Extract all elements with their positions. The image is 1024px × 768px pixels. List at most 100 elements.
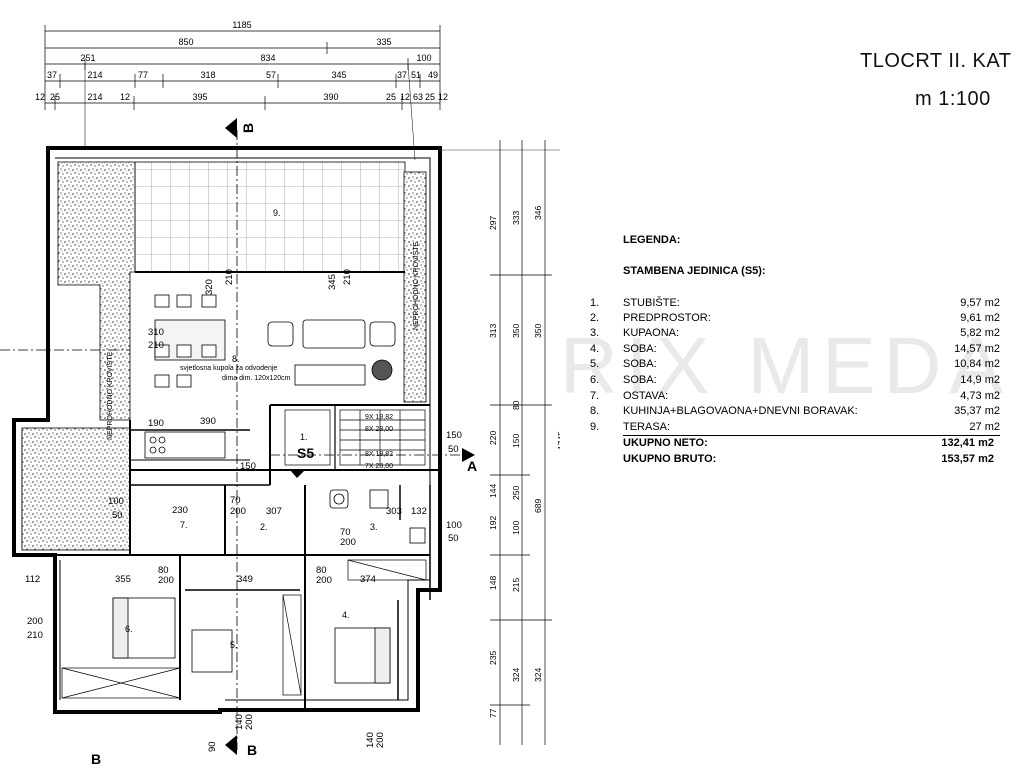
legend-row: 3. KUPAONA: 5,82 m2 — [590, 327, 1000, 342]
right-dimension-lines — [440, 140, 560, 745]
kitchen-counter — [144, 431, 226, 459]
dim-214b: 214 — [87, 92, 102, 102]
dim-57: 57 — [266, 70, 276, 80]
legend-row: 4.SOBA:14,57 m2 — [590, 343, 1000, 358]
dim-25b: 25 — [386, 92, 396, 102]
section-b-label-left: B — [91, 751, 101, 767]
dim-1185: 1185 — [232, 20, 251, 30]
dim-i-80b: 80 — [316, 565, 327, 576]
legend-row-name: STUBIŠTE: — [623, 297, 680, 309]
legend-total-net: UKUPNO NETO: 132,41 m2 — [623, 437, 994, 449]
legend-row-name: SOBA: — [623, 374, 657, 386]
roof-left-label: NEPROHODNO KROVIŠTE — [105, 351, 114, 440]
legend-row-area: 14,57 m2 — [954, 343, 1000, 355]
dim-r-100: 100 — [511, 521, 521, 535]
dim-i-190: 190 — [148, 418, 164, 429]
bathroom-fixtures — [329, 489, 426, 544]
dim-12: 12 — [35, 92, 45, 102]
dim-i-200g: 200 — [375, 732, 386, 748]
unit-tag: S5 — [297, 445, 314, 461]
roof-right-gravel — [403, 171, 427, 403]
dim-i-307: 307 — [266, 506, 282, 517]
dim-49: 49 — [428, 70, 438, 80]
top-dimension-lines — [44, 25, 441, 161]
unit-tag-arrow — [290, 470, 305, 478]
legend-row-area: 14,9 m2 — [960, 374, 1000, 386]
legend-heading: LEGENDA: — [623, 234, 681, 246]
dim-r-220: 220 — [488, 431, 498, 445]
dim-i-355: 355 — [115, 574, 131, 585]
dim-12d: 12 — [438, 92, 448, 102]
dim-395: 395 — [192, 92, 207, 102]
staircase — [284, 409, 426, 466]
dim-i-210b: 210 — [342, 269, 353, 285]
legend-row-name: KUPAONA: — [623, 327, 680, 339]
stair-note-4: 7X 28,00 — [365, 463, 393, 470]
legend-row-number: 2. — [590, 312, 600, 324]
legend-row-name: OSTAVA: — [623, 390, 669, 402]
dim-i-50b: 50 — [448, 444, 459, 455]
dim-318: 318 — [200, 70, 215, 80]
room-number-7: 7. — [180, 520, 188, 530]
dim-r-77: 77 — [488, 708, 498, 718]
dim-51: 51 — [411, 70, 421, 80]
dim-i-50: 50 — [112, 510, 123, 521]
dim-i-100: 100 — [108, 496, 124, 507]
dining-furniture — [154, 294, 226, 388]
dim-834: 834 — [260, 53, 275, 63]
dim-r-148: 148 — [488, 576, 498, 590]
dim-i-90: 90 — [207, 741, 218, 752]
dim-r-689: 689 — [533, 499, 543, 513]
legend-row: 2. PREDPROSTOR: 9,61 m2 — [590, 312, 1000, 327]
legend-row-number: 5. — [590, 358, 600, 370]
dim-335: 335 — [376, 37, 391, 47]
skylight-label-2: dima dim. 120x120cm — [222, 375, 291, 382]
dim-r-313: 313 — [488, 324, 498, 338]
dim-r-333: 333 — [511, 211, 521, 225]
dim-214: 214 — [87, 70, 102, 80]
dim-12c: 12 — [400, 92, 410, 102]
plan-title: TLOCRT II. KAT — [860, 50, 1012, 72]
legend-row: 5.SOBA:10,84 m2 — [590, 358, 1000, 373]
legend-row-area: 9,57 m2 — [960, 297, 1000, 309]
legend-row-name: PREDPROSTOR: — [623, 312, 711, 324]
dim-i-210: 210 — [224, 269, 235, 285]
dim-r-350b: 350 — [533, 324, 543, 338]
dim-i-140: 140 — [234, 714, 245, 730]
legend-row-number: 1. — [590, 297, 600, 309]
dim-i-349: 349 — [237, 574, 253, 585]
room-number-9: 9. — [273, 208, 281, 218]
dim-r-250: 250 — [511, 486, 521, 500]
dim-12b: 12 — [120, 92, 130, 102]
legend-total-net-value: 132,41 m2 — [941, 437, 994, 449]
dim-i-320: 320 — [204, 279, 215, 295]
dim-25: 25 — [50, 92, 60, 102]
terrace-tiles — [134, 161, 406, 273]
legend-row-name: KUHINJA+BLAGOVAONA+DNEVNI BORAVAK: — [623, 405, 858, 417]
section-b-label-bottom: B — [247, 742, 257, 758]
legend-row-area: 9,61 m2 — [960, 312, 1000, 324]
dim-r-192: 192 — [488, 516, 498, 530]
dim-i-150b: 150 — [446, 430, 462, 441]
legend-row-number: 3. — [590, 327, 600, 339]
room-number-2: 2. — [260, 522, 268, 532]
dim-i-200e: 200 — [340, 537, 356, 548]
dim-i-70b: 70 — [340, 527, 351, 538]
dim-i-230: 230 — [172, 505, 188, 516]
legend-row-number: 8. — [590, 405, 600, 417]
dim-390: 390 — [323, 92, 338, 102]
stair-note-1: 9X 18,82 — [365, 414, 393, 421]
dim-251: 251 — [80, 53, 95, 63]
legend-total-gross-label: UKUPNO BRUTO: — [623, 453, 717, 465]
legend-row-area: 5,82 m2 — [960, 327, 1000, 339]
legend-row: 8.KUHINJA+BLAGOVAONA+DNEVNI BORAVAK:35,3… — [590, 405, 1000, 420]
stair-note-3: 8X 18,82 — [365, 451, 393, 458]
legend-unit: STAMBENA JEDINICA (S5): — [623, 265, 766, 277]
dim-37: 37 — [47, 70, 57, 80]
dim-r-235: 235 — [488, 651, 498, 665]
dim-r-297: 297 — [488, 216, 498, 230]
dim-i-200f: 200 — [244, 714, 255, 730]
section-a-arrow — [462, 448, 475, 462]
dim-345: 345 — [331, 70, 346, 80]
floor-plan-drawing: 1185 850 335 251 834 100 37 214 77 318 5… — [0, 20, 560, 767]
